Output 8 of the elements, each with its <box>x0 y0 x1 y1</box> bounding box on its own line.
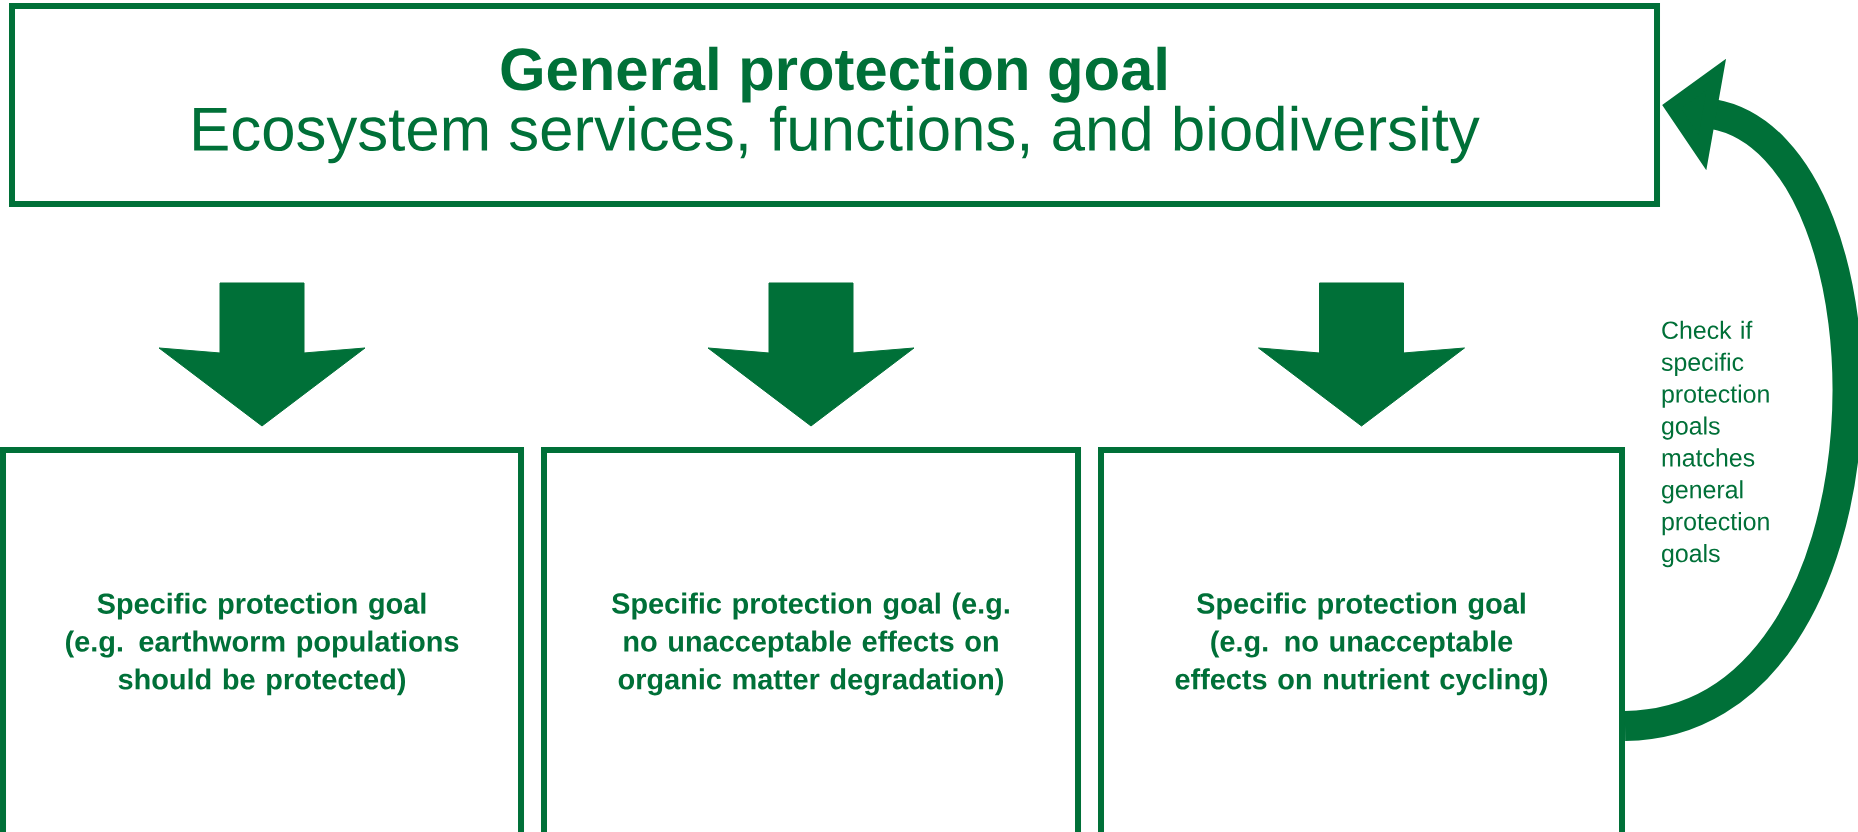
edge-label: Check if specific protection goals matches general protection goals <box>1661 320 1769 568</box>
block-arrow <box>707 282 915 427</box>
specific-goal-box: Specific protection goal (e.g. earthworm populations should be protected) <box>0 447 524 832</box>
block-arrow <box>158 282 366 427</box>
specific-goal-box: Specific protection goal (e.g. no unacceptable effects on organic matter degradation) <box>541 447 1081 832</box>
goal-box: General protection goal Ecosystem services, functions, and biodiversity <box>9 3 1660 207</box>
specific-goal-box: Specific protection goal (e.g. no unacceptable effects on nutrient cycling) <box>1098 447 1625 832</box>
block-arrow <box>1258 282 1465 427</box>
